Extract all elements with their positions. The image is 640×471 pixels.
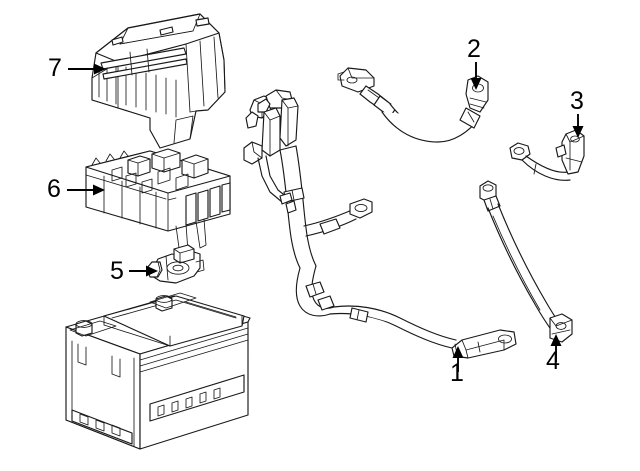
callout-label-7: 7 xyxy=(48,54,62,82)
leader-7 xyxy=(68,63,106,75)
part-negative-battery-cable[interactable] xyxy=(479,180,573,343)
part-main-positive-cable-harness[interactable] xyxy=(243,89,517,359)
callout-label-4: 4 xyxy=(546,347,560,375)
leader-4 xyxy=(550,334,562,362)
callout-label-6: 6 xyxy=(47,175,61,203)
part-short-ground-jumper[interactable] xyxy=(509,129,585,181)
callout-label-3: 3 xyxy=(570,87,584,115)
callout-label-1: 1 xyxy=(450,359,464,387)
callout-label-2: 2 xyxy=(467,35,481,63)
part-ground-strap-cable[interactable] xyxy=(337,67,489,143)
leader-1 xyxy=(452,346,464,372)
callout-label-5: 5 xyxy=(110,257,124,285)
part-fuse-box-cover[interactable] xyxy=(91,13,226,149)
part-battery-terminal-clamp[interactable] xyxy=(146,244,205,284)
leader-3 xyxy=(572,114,584,138)
part-battery[interactable] xyxy=(65,292,251,450)
leader-2 xyxy=(470,62,482,90)
part-fuse-block-junction-box[interactable] xyxy=(85,148,231,256)
leader-6 xyxy=(67,184,105,196)
leader-5 xyxy=(129,265,158,277)
